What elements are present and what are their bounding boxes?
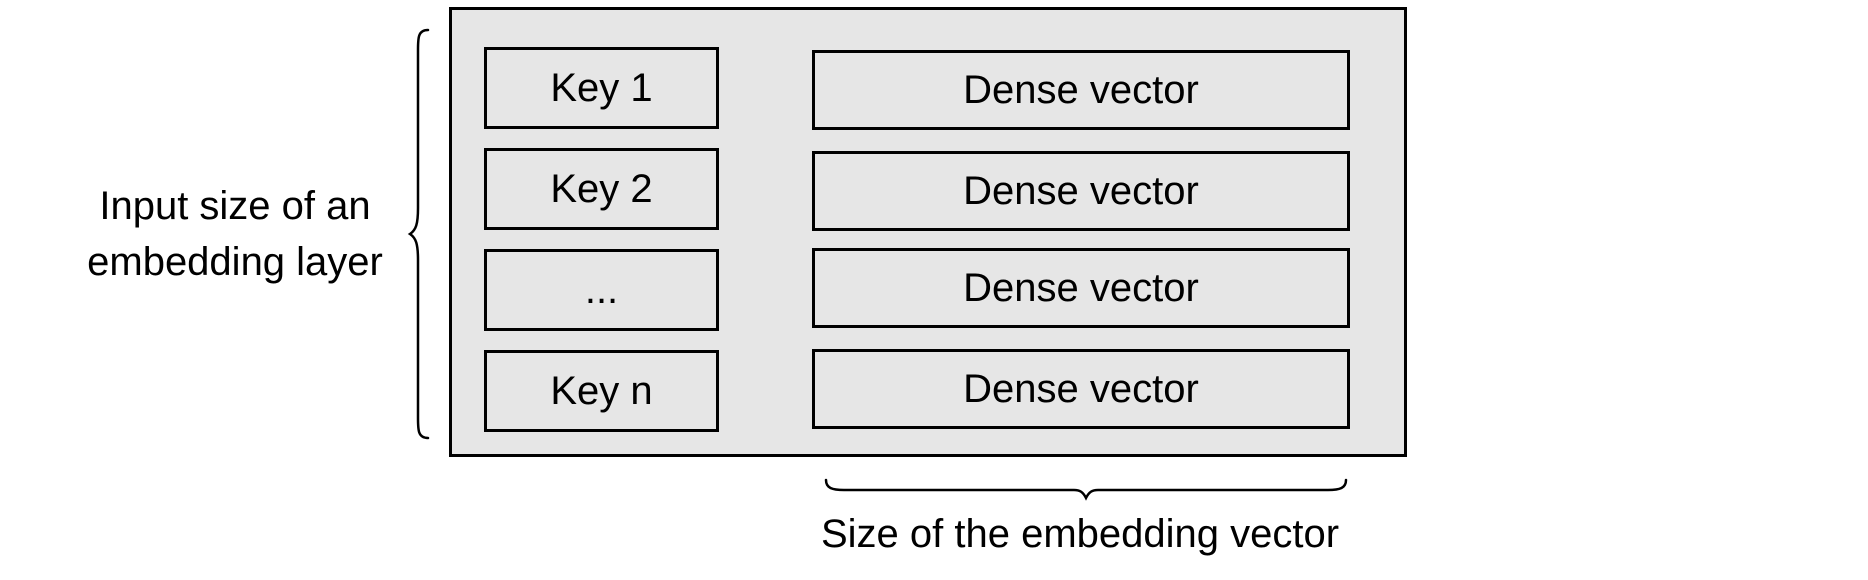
key-cell-4: Key n: [484, 350, 719, 432]
key-cell-3: ...: [484, 249, 719, 331]
key-label: ...: [584, 267, 619, 312]
left-brace-icon: [407, 28, 430, 440]
key-label: Key 2: [550, 166, 653, 211]
dense-vector-label: Dense vector: [963, 265, 1199, 310]
dense-vector-cell-1: Dense vector: [812, 50, 1350, 130]
dense-vector-cell-4: Dense vector: [812, 349, 1350, 429]
input-size-label: Input size of an embedding layer: [60, 178, 410, 290]
key-cell-2: Key 2: [484, 148, 719, 230]
key-label: Key n: [550, 368, 653, 413]
bottom-brace-icon: [824, 478, 1348, 501]
dense-vector-label: Dense vector: [963, 67, 1199, 112]
dense-vector-label: Dense vector: [963, 366, 1199, 411]
input-size-label-line1: Input size of an: [99, 184, 371, 228]
dense-vector-label: Dense vector: [963, 168, 1199, 213]
key-label: Key 1: [550, 65, 653, 110]
key-cell-1: Key 1: [484, 47, 719, 129]
input-size-label-line2: embedding layer: [87, 240, 383, 284]
vector-size-label: Size of the embedding vector: [820, 512, 1340, 556]
dense-vector-cell-2: Dense vector: [812, 151, 1350, 231]
dense-vector-cell-3: Dense vector: [812, 248, 1350, 328]
